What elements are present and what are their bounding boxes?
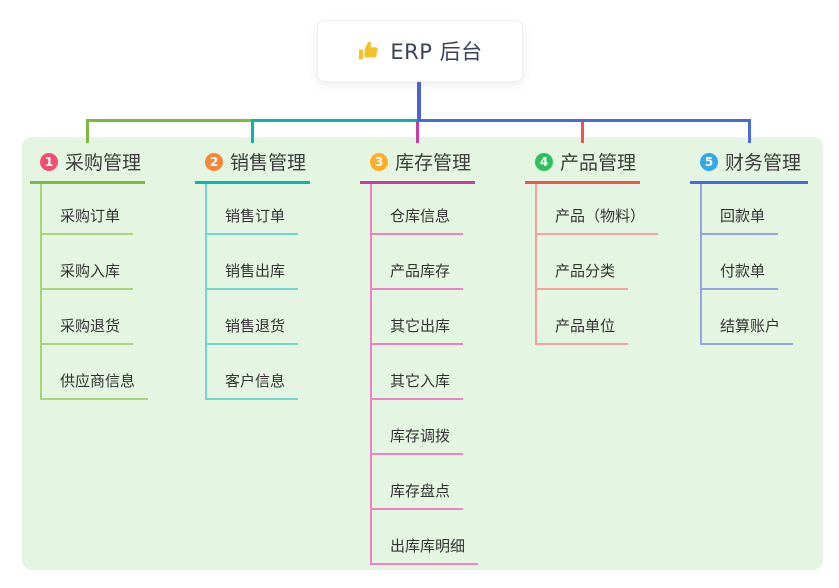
child-node[interactable]: 客户信息 — [207, 345, 299, 400]
branch-children-list: 回款单付款单结算账户 — [700, 184, 808, 345]
child-node[interactable]: 产品分类 — [537, 235, 629, 290]
branch-label: 采购管理 — [65, 152, 142, 174]
branch-children-list: 产品（物料）产品分类产品单位 — [535, 184, 659, 345]
thumbs-up-icon — [357, 39, 381, 63]
connector-h-branch5 — [417, 119, 751, 122]
child-node[interactable]: 出库库明细 — [372, 510, 479, 565]
connector-root-trunk — [417, 82, 421, 122]
connector-h-branch1 — [86, 119, 254, 122]
child-node[interactable]: 其它入库 — [372, 345, 464, 400]
branch-children-list: 销售订单销售出库销售退货客户信息 — [205, 184, 310, 400]
branch-number-badge: 3 — [370, 152, 388, 171]
branch-label: 产品管理 — [560, 152, 637, 174]
root-node-title: ERP 后台 — [390, 40, 483, 64]
branch-node-3[interactable]: 3 库存管理 — [360, 146, 475, 184]
branch-label: 库存管理 — [395, 152, 472, 174]
child-node[interactable]: 付款单 — [702, 235, 779, 290]
branch-1: 1 采购管理采购订单采购入库采购退货供应商信息 — [30, 146, 149, 400]
child-node[interactable]: 产品（物料） — [537, 184, 659, 235]
connector-drop-branch2 — [251, 119, 254, 143]
child-node[interactable]: 产品单位 — [537, 290, 629, 345]
child-node[interactable]: 库存调拨 — [372, 400, 464, 455]
root-node-erp[interactable]: ERP 后台 — [317, 20, 523, 82]
child-node[interactable]: 销售订单 — [207, 184, 299, 235]
child-node[interactable]: 销售出库 — [207, 235, 299, 290]
child-node[interactable]: 销售退货 — [207, 290, 299, 345]
branch-4: 4 产品管理产品（物料）产品分类产品单位 — [525, 146, 659, 345]
branch-children-list: 采购订单采购入库采购退货供应商信息 — [40, 184, 149, 400]
connector-drop-branch5 — [747, 119, 751, 143]
child-node[interactable]: 库存盘点 — [372, 455, 464, 510]
child-node[interactable]: 采购退货 — [42, 290, 134, 345]
branch-node-2[interactable]: 2 销售管理 — [195, 146, 310, 184]
branch-2: 2 销售管理销售订单销售出库销售退货客户信息 — [195, 146, 310, 400]
branch-children-list: 仓库信息产品库存其它出库其它入库库存调拨库存盘点出库库明细 — [370, 184, 479, 565]
connector-drop-branch1 — [86, 119, 89, 143]
connector-drop-branch3 — [416, 122, 419, 143]
branch-5: 5 财务管理回款单付款单结算账户 — [690, 146, 808, 345]
child-node[interactable]: 产品库存 — [372, 235, 464, 290]
branch-number-badge: 1 — [40, 152, 58, 171]
connector-drop-branch4 — [581, 122, 584, 143]
branch-number-badge: 5 — [700, 152, 718, 171]
branch-label: 财务管理 — [725, 152, 802, 174]
branch-number-badge: 4 — [535, 152, 553, 171]
branch-number-badge: 2 — [205, 152, 223, 171]
child-node[interactable]: 供应商信息 — [42, 345, 149, 400]
branch-node-4[interactable]: 4 产品管理 — [525, 146, 640, 184]
branches-background-panel — [22, 137, 823, 570]
child-node[interactable]: 仓库信息 — [372, 184, 464, 235]
branch-node-1[interactable]: 1 采购管理 — [30, 146, 145, 184]
branch-node-5[interactable]: 5 财务管理 — [690, 146, 808, 184]
child-node[interactable]: 其它出库 — [372, 290, 464, 345]
child-node[interactable]: 结算账户 — [702, 290, 794, 345]
branch-3: 3 库存管理仓库信息产品库存其它出库其它入库库存调拨库存盘点出库库明细 — [360, 146, 479, 565]
child-node[interactable]: 采购订单 — [42, 184, 134, 235]
child-node[interactable]: 采购入库 — [42, 235, 134, 290]
branch-label: 销售管理 — [230, 152, 307, 174]
child-node[interactable]: 回款单 — [702, 184, 779, 235]
connector-h-branch2 — [251, 119, 421, 122]
